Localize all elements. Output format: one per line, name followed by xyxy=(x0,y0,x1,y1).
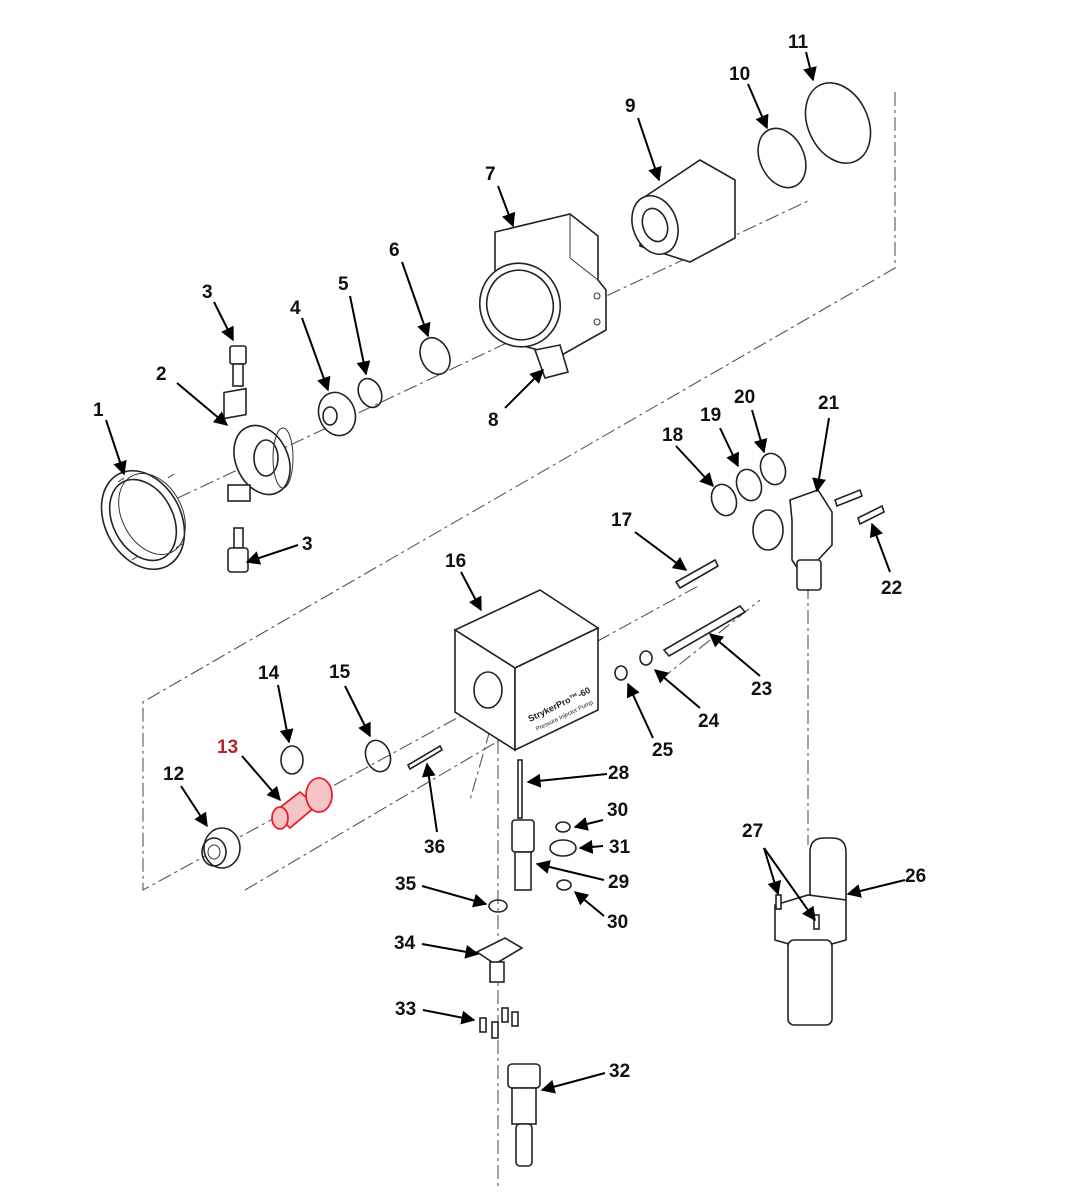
callout-1: 1 xyxy=(93,400,104,421)
leader-arrows xyxy=(105,51,906,1094)
callout-29: 29 xyxy=(608,872,629,893)
callout-5: 5 xyxy=(338,274,349,295)
callout-3-lower: 3 xyxy=(302,534,313,555)
part-2-clamp-body xyxy=(223,387,294,502)
callout-labels: 1 2 3 3 4 5 6 7 8 9 10 11 12 13 14 15 16… xyxy=(93,32,926,1082)
callout-6: 6 xyxy=(389,240,400,261)
part-4-bushing xyxy=(317,391,357,437)
callout-11: 11 xyxy=(788,32,809,53)
callout-21: 21 xyxy=(818,393,840,414)
part-32-outlet-fitting xyxy=(507,1063,541,1167)
part-22-bolts xyxy=(834,488,885,526)
callout-34: 34 xyxy=(394,933,416,954)
part-13-highlighted-fitting xyxy=(271,777,333,830)
part-31-seal xyxy=(549,839,577,857)
part-15-o-ring xyxy=(364,739,392,773)
part-25-washer xyxy=(614,665,628,681)
callout-14: 14 xyxy=(258,663,280,684)
callout-18: 18 xyxy=(662,425,683,446)
part-21-elbow xyxy=(752,489,833,591)
callout-26: 26 xyxy=(905,866,926,887)
callout-15: 15 xyxy=(329,662,351,683)
part-10-o-ring xyxy=(757,127,807,189)
callout-4: 4 xyxy=(290,298,301,319)
callout-28: 28 xyxy=(608,763,629,784)
callout-8: 8 xyxy=(488,410,499,431)
callout-2: 2 xyxy=(156,364,167,385)
callout-35: 35 xyxy=(395,874,417,895)
part-1-retaining-collar xyxy=(100,469,186,571)
callout-33: 33 xyxy=(395,999,416,1020)
part-28-rod xyxy=(517,759,523,819)
part-5-o-ring xyxy=(357,377,383,409)
part-36-pin xyxy=(406,744,444,771)
part-3-upper-fitting xyxy=(229,345,247,387)
callout-30-lower: 30 xyxy=(607,912,628,933)
part-3-lower-fitting xyxy=(227,527,249,573)
callout-9: 9 xyxy=(625,96,636,117)
part-30-seal-lower xyxy=(556,879,572,891)
part-7-housing xyxy=(478,213,607,379)
part-11-o-ring xyxy=(804,82,872,164)
part-16-pump-block: StrykerPro™-60 Pressure Injector Pump xyxy=(453,589,600,752)
callout-10: 10 xyxy=(729,64,750,85)
callout-17: 17 xyxy=(611,510,632,531)
callout-32: 32 xyxy=(609,1061,630,1082)
part-6-o-ring xyxy=(419,336,451,376)
callout-12: 12 xyxy=(163,764,184,785)
part-14-o-ring xyxy=(280,745,304,775)
callout-36: 36 xyxy=(424,837,445,858)
part-12-nut xyxy=(201,827,241,869)
callout-27: 27 xyxy=(742,821,763,842)
part-17-pin xyxy=(674,558,720,590)
callout-31: 31 xyxy=(609,837,631,858)
callout-30-upper: 30 xyxy=(607,800,628,821)
part-30-seal-upper xyxy=(555,821,571,833)
part-29-valve-cartridge xyxy=(511,819,535,891)
part-18-o-ring xyxy=(710,483,738,517)
part-26-reservoir xyxy=(774,837,847,1026)
part-35-washer xyxy=(488,899,508,913)
part-34-manifold-plate xyxy=(475,937,524,983)
callout-24: 24 xyxy=(698,711,720,732)
callout-20: 20 xyxy=(734,387,755,408)
callout-22: 22 xyxy=(881,578,902,599)
callout-13-highlighted: 13 xyxy=(217,737,238,758)
callout-16: 16 xyxy=(445,551,466,572)
part-24-washer xyxy=(639,650,653,666)
part-9-end-cap xyxy=(631,159,736,263)
part-33-screws xyxy=(479,1007,519,1039)
callout-25: 25 xyxy=(652,740,674,761)
part-23-long-bolt xyxy=(662,604,747,658)
callout-3-upper: 3 xyxy=(202,282,213,303)
part-20-o-ring xyxy=(759,452,787,486)
part-19-o-ring xyxy=(735,468,763,502)
callout-19: 19 xyxy=(700,405,721,426)
callout-23: 23 xyxy=(751,679,772,700)
callout-7: 7 xyxy=(485,164,496,185)
